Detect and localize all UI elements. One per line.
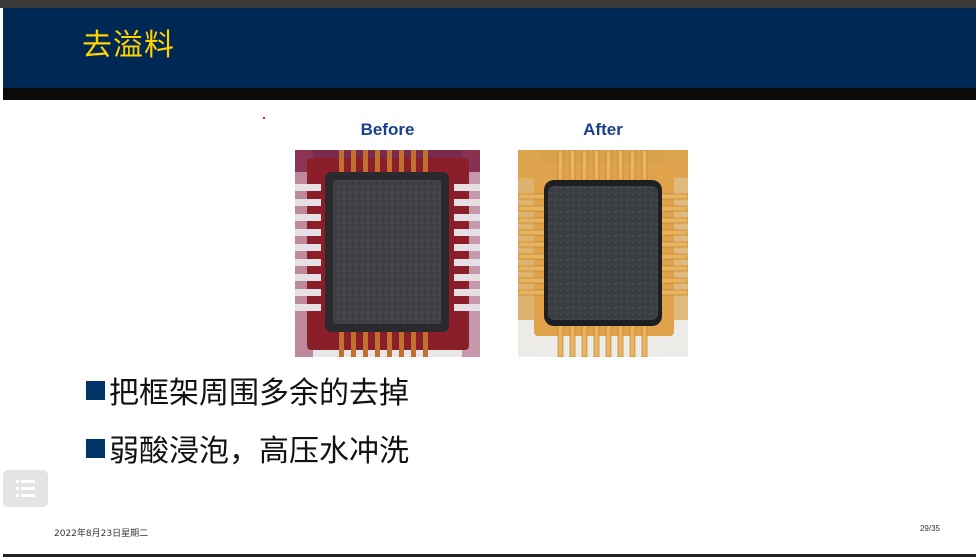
bullet-square-icon	[86, 438, 105, 458]
bullet-item: 弱酸浸泡，高压水冲洗	[86, 428, 409, 469]
after-label: After	[583, 120, 623, 139]
footer-page-number: 29/35	[919, 524, 940, 533]
title-bar	[3, 8, 976, 88]
slide-title: 去溢料	[82, 28, 175, 63]
slide-menu-button[interactable]	[3, 470, 48, 507]
bullet-text: 把框架周围多余的去掉	[109, 376, 409, 411]
chip-after-deflash-image	[518, 150, 688, 357]
bullet-text: 弱酸浸泡，高压水冲洗	[109, 434, 409, 469]
before-label: Before	[360, 120, 415, 139]
bullet-square-icon	[86, 380, 105, 400]
footer-date: 2022年8月23日星期二	[54, 529, 149, 539]
title-underline	[3, 88, 976, 100]
bullet-item: 把框架周围多余的去掉	[86, 370, 409, 411]
stray-red-mark	[263, 117, 265, 119]
chip-before-deflash-image	[295, 150, 480, 357]
list-menu-icon	[16, 480, 35, 497]
bottom-border	[3, 554, 976, 557]
top-strip	[0, 0, 976, 8]
